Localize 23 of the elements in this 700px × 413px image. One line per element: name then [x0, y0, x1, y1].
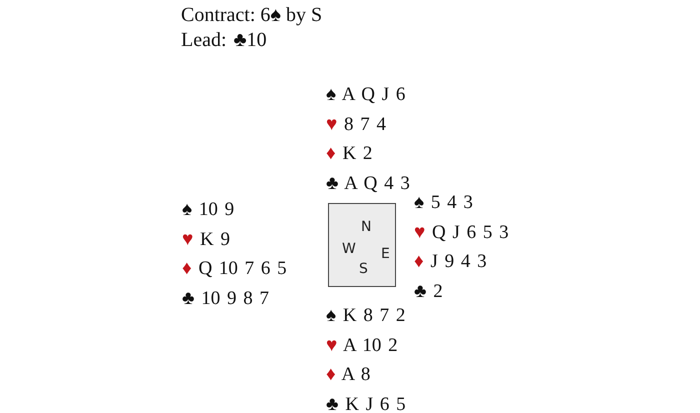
suit-holding: ♣ 2	[414, 280, 443, 304]
lead-text: Lead: ♣10	[181, 28, 267, 52]
suit-holding: ♦ A 8	[326, 363, 370, 387]
suit-holding: ♣ A Q 4 3	[326, 172, 410, 196]
suit-holding: ♥ Q J 6 5 3	[414, 220, 509, 244]
compass-table	[328, 203, 396, 287]
suit-holding: ♠ K 8 7 2	[326, 304, 406, 328]
suit-holding: ♦ Q 10 7 6 5	[182, 257, 287, 281]
suit-holding: ♠ A Q J 6	[326, 83, 406, 107]
suit-holding: ♣ 10 9 8 7	[182, 286, 269, 310]
suit-holding: ♦ J 9 4 3	[414, 250, 487, 274]
suit-holding: ♥ 8 7 4	[326, 112, 386, 136]
compass-letter: S	[359, 261, 368, 277]
suit-holding: ♥ A 10 2	[326, 334, 398, 358]
compass-letter: E	[381, 246, 390, 262]
contract-heading: Contract: 6♠ by S	[181, 3, 322, 27]
suit-holding: ♠ 5 4 3	[414, 191, 473, 215]
compass-letter: W	[342, 241, 356, 257]
compass-letter: N	[361, 219, 372, 235]
suit-holding: ♦ K 2	[326, 142, 372, 166]
suit-holding: ♥ K 9	[182, 228, 230, 252]
suit-holding: ♣ K J 6 5	[326, 392, 406, 413]
suit-holding: ♠ 10 9	[182, 198, 234, 222]
